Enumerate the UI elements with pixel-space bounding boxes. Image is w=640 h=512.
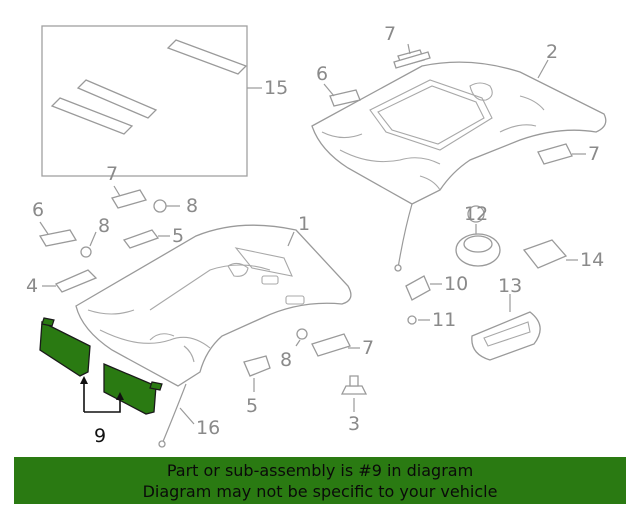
- leader-lines: [39, 43, 586, 425]
- sun-visor-left-part-9[interactable]: [39, 317, 91, 377]
- clip-part-6-top: [329, 89, 361, 107]
- clip-part-7-mid: [111, 189, 147, 209]
- parts-diagram: 1 2 3 4 5 5 6 6 7 7 7 7 8 8 8 9 10 11 12…: [26, 23, 607, 448]
- banner-line-1: Part or sub-assembly is #9 in diagram: [166, 461, 474, 480]
- callout-7-top: 7: [384, 23, 396, 45]
- clip-part-7-bottom: [311, 333, 351, 357]
- callout-9-bracket: [80, 376, 124, 413]
- clip-part-6-left: [38, 229, 78, 247]
- callout-4: 4: [26, 275, 38, 297]
- screw-part-11: [407, 315, 417, 325]
- callout-7-mid: 7: [106, 163, 118, 185]
- callout-5-bottom: 5: [246, 395, 258, 417]
- callout-5-top: 5: [172, 225, 184, 247]
- callout-7-right: 7: [588, 143, 600, 165]
- callout-8-bottom: 8: [280, 349, 292, 371]
- pad-15c: [50, 97, 134, 135]
- screw-part-8-left: [80, 246, 92, 258]
- callout-16: 16: [196, 417, 220, 439]
- cable-part-16: [161, 383, 187, 445]
- headliner-part-1: [75, 224, 352, 387]
- callout-2: 2: [546, 41, 558, 63]
- headliner-sunroof-part-2: [311, 61, 607, 272]
- clip-part-7-right: [537, 143, 573, 165]
- clip-part-3: [340, 375, 368, 395]
- clip-part-7-top: [393, 49, 431, 69]
- lamp-part-12: [455, 205, 501, 267]
- info-banner: Part or sub-assembly is #9 in diagram Di…: [14, 457, 626, 504]
- lamp-part-14: [522, 239, 568, 269]
- screw-part-8-bottom: [296, 328, 308, 340]
- callout-14: 14: [580, 249, 604, 271]
- handle-part-5-top: [122, 229, 160, 249]
- callout-13: 13: [498, 275, 522, 297]
- callout-3: 3: [348, 413, 360, 435]
- inset-box-part-15: [41, 25, 262, 177]
- banner-line-2: Diagram may not be specific to your vehi…: [142, 482, 498, 501]
- callout-11: 11: [432, 309, 456, 331]
- callout-6-left: 6: [32, 199, 44, 221]
- handle-part-5-bottom: [243, 355, 271, 377]
- callout-1: 1: [298, 213, 310, 235]
- callout-10: 10: [444, 273, 468, 295]
- callout-15: 15: [264, 77, 288, 99]
- callout-9: 9: [94, 425, 106, 447]
- handle-part-4: [54, 269, 98, 293]
- callout-8-top: 8: [186, 195, 198, 217]
- pad-15a: [166, 39, 248, 75]
- screw-part-8-top: [153, 199, 167, 213]
- callout-7-bottom: 7: [362, 337, 374, 359]
- callout-6-top: 6: [316, 63, 328, 85]
- callout-8-left: 8: [98, 215, 110, 237]
- pad-15b: [76, 79, 158, 119]
- callout-12: 12: [464, 203, 488, 225]
- console-part-13: [471, 311, 541, 361]
- connector-part-10: [405, 275, 431, 301]
- sun-visor-right-part-9[interactable]: [103, 363, 163, 415]
